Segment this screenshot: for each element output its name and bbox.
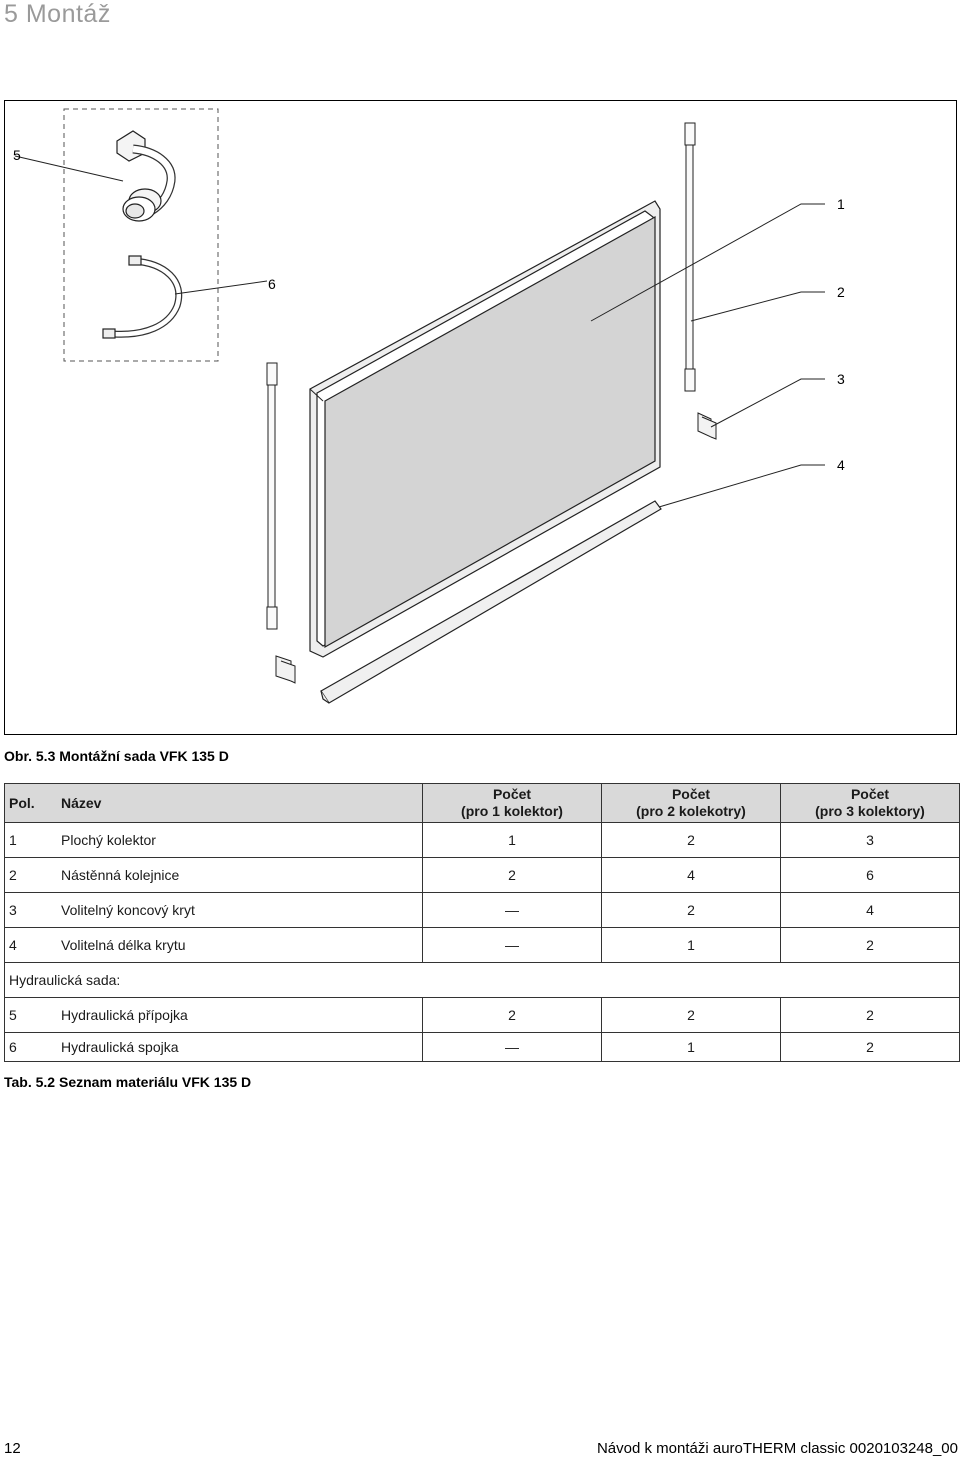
right-wall-rail (684, 122, 696, 392)
callout-4: 4 (837, 457, 845, 473)
table-row: 3 Volitelný koncový kryt — 2 4 (4, 892, 960, 928)
row-qty-1: 1 (422, 822, 602, 858)
callout-2: 2 (837, 284, 845, 300)
header-name: Název (57, 783, 423, 823)
callout-1: 1 (837, 196, 845, 212)
row-name: Plochý kolektor (57, 822, 423, 858)
figure-caption: Obr. 5.3 Montážní sada VFK 135 D (4, 748, 229, 764)
row-pos: 5 (4, 997, 57, 1033)
row-qty-2: 2 (601, 997, 781, 1033)
callout-3: 3 (837, 371, 845, 387)
section-title: 5 Montáž (4, 0, 111, 28)
row-name: Nástěnná kolejnice (57, 857, 423, 893)
row-qty-2: 1 (601, 927, 781, 963)
header-qty-3: Počet(pro 3 kolektory) (780, 783, 960, 823)
table-row: 4 Volitelná délka krytu — 1 2 (4, 927, 960, 963)
page-number: 12 (4, 1440, 21, 1457)
row-qty-1: 2 (422, 857, 602, 893)
table-row: 2 Nástěnná kolejnice 2 4 6 (4, 857, 960, 893)
group-label: Hydraulická sada: (4, 962, 960, 998)
row-pos: 2 (4, 857, 57, 893)
table-caption: Tab. 5.2 Seznam materiálu VFK 135 D (4, 1074, 252, 1090)
header-pos: Pol. (4, 783, 57, 823)
row-name: Volitelná délka krytu (57, 927, 423, 963)
row-qty-1: — (422, 927, 602, 963)
table-header-row: Pol. Název Počet(pro 1 kolektor) Počet(p… (4, 783, 960, 823)
row-qty-3: 6 (780, 857, 960, 893)
row-pos: 3 (4, 892, 57, 928)
row-qty-3: 4 (780, 892, 960, 928)
header-qty-1: Počet(pro 1 kolektor) (422, 783, 602, 823)
table-group-row: Hydraulická sada: (4, 962, 960, 998)
material-table: Pol. Název Počet(pro 1 kolektor) Počet(p… (4, 783, 960, 1062)
row-qty-1: — (422, 1032, 602, 1062)
hydraulic-connection-drawing (14, 130, 176, 222)
leader-lines (590, 203, 825, 508)
right-end-cover (697, 412, 717, 440)
callout-6: 6 (268, 276, 276, 292)
callout-5: 5 (13, 147, 21, 163)
row-pos: 6 (4, 1032, 57, 1062)
row-name: Volitelný koncový kryt (57, 892, 423, 928)
row-qty-3: 2 (780, 1032, 960, 1062)
left-end-cover (275, 655, 296, 684)
assembly-figure: 5 6 1 2 3 4 (4, 100, 957, 735)
flat-collector (309, 200, 661, 658)
hydraulic-coupling-drawing (102, 255, 268, 339)
row-qty-3: 2 (780, 927, 960, 963)
row-qty-3: 2 (780, 997, 960, 1033)
header-qty-2: Počet(pro 2 kolekotry) (601, 783, 781, 823)
row-name: Hydraulická spojka (57, 1032, 423, 1062)
row-qty-2: 1 (601, 1032, 781, 1062)
row-qty-3: 3 (780, 822, 960, 858)
hydraulic-kit-box (63, 108, 219, 362)
row-qty-2: 4 (601, 857, 781, 893)
row-qty-1: — (422, 892, 602, 928)
table-row: 5 Hydraulická přípojka 2 2 2 (4, 997, 960, 1033)
table-row: 1 Plochý kolektor 1 2 3 (4, 822, 960, 858)
row-pos: 1 (4, 822, 57, 858)
row-qty-1: 2 (422, 997, 602, 1033)
assembly-drawing (14, 108, 825, 704)
table-row: 6 Hydraulická spojka — 1 2 (4, 1032, 960, 1062)
row-qty-2: 2 (601, 892, 781, 928)
left-wall-rail (266, 362, 278, 630)
row-pos: 4 (4, 927, 57, 963)
row-qty-2: 2 (601, 822, 781, 858)
cover-strip (320, 500, 662, 704)
document-reference: Návod k montáži auroTHERM classic 002010… (596, 1440, 958, 1457)
row-name: Hydraulická přípojka (57, 997, 423, 1033)
